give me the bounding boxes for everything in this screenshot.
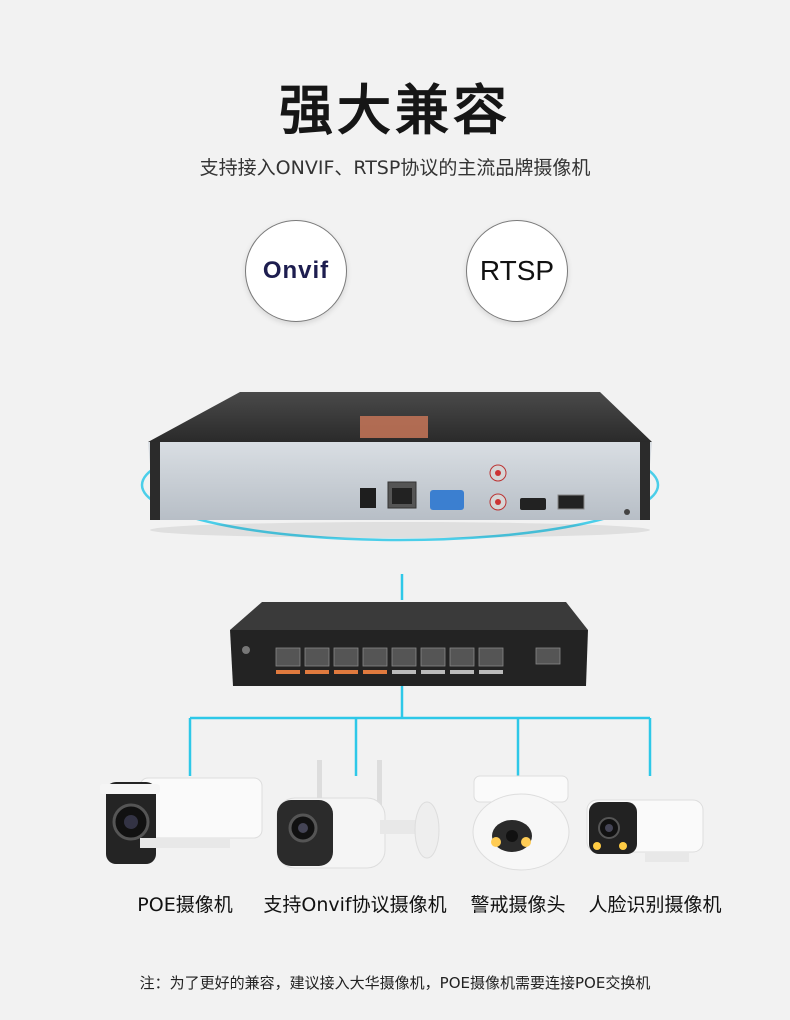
onvif-logo: Onvif — [262, 257, 330, 284]
camera-label-onvif: 支持Onvif协议摄像机 — [263, 894, 447, 916]
poe-switch-illustration — [0, 590, 790, 700]
nvr-illustration — [0, 330, 790, 570]
footer-note: 注：为了更好的兼容，建议接入大华摄像机，POE摄像机需要连接POE交换机 — [139, 974, 651, 992]
rtsp-label: RTSP — [479, 255, 555, 286]
camera-label-face: 人脸识别摄像机 — [588, 894, 722, 916]
onvif-badge: Onvif — [245, 220, 347, 322]
poe-camera-image — [100, 760, 270, 880]
page-subtitle: 支持接入ONVIF、RTSP协议的主流品牌摄像机 — [199, 157, 591, 179]
onvif-camera-image — [275, 760, 445, 880]
face-recognition-camera-image — [585, 760, 707, 870]
dome-camera-image — [468, 760, 578, 880]
camera-label-poe: POE摄像机 — [137, 894, 233, 916]
page-title: 强大兼容 — [279, 79, 511, 142]
rtsp-badge: RTSP — [466, 220, 568, 322]
camera-label-alert: 警戒摄像头 — [470, 894, 566, 916]
